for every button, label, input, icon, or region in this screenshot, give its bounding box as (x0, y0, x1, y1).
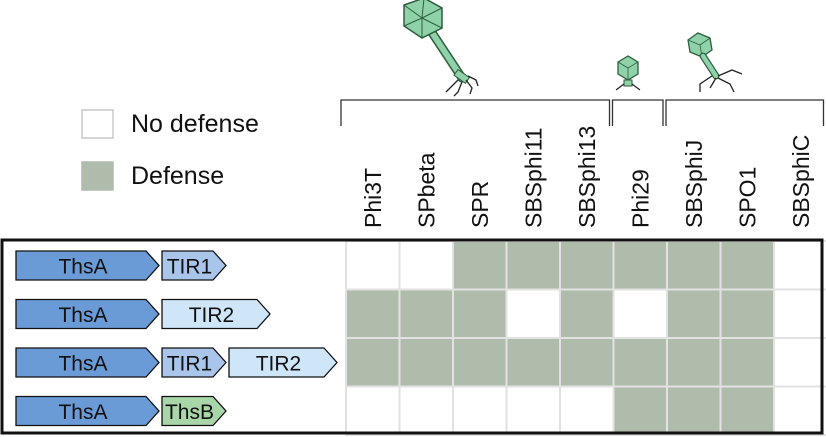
no-defense-cell (398, 385, 454, 436)
defense-cell (719, 240, 775, 291)
phage-group-brackets (340, 99, 825, 126)
defense-cell (345, 288, 401, 339)
long-tail-phage-icon (403, 0, 479, 97)
defense-cell (452, 337, 508, 388)
column-label: SBSphiJ (681, 140, 707, 228)
no-defense-cell (398, 240, 454, 291)
defense-cell (612, 240, 668, 291)
no-defense-cell (773, 385, 826, 436)
column-label: SBSphi13 (574, 126, 600, 228)
defense-cell (505, 337, 561, 388)
group-bracket (611, 99, 664, 126)
defense-cell (612, 385, 668, 436)
group-bracket (665, 99, 825, 126)
defense-cell (452, 240, 508, 291)
gene-arrow (161, 347, 227, 378)
group-bracket (340, 99, 611, 126)
defense-cell (719, 337, 775, 388)
column-label: SPR (467, 181, 493, 228)
column-label: SBSphi11 (520, 127, 546, 228)
gene-arrow (161, 250, 227, 281)
column-label: SPbeta (413, 152, 439, 228)
defense-grid (345, 240, 826, 436)
column-label: SBSphiC (788, 135, 814, 228)
no-defense-cell (452, 385, 508, 436)
gene-label: ThsA (58, 304, 107, 327)
gene-arrow (161, 395, 227, 427)
no-defense-cell (773, 337, 826, 388)
defense-cell (666, 288, 722, 339)
defense-cell (559, 240, 615, 291)
defense-cell (666, 337, 722, 388)
column-label: SPO1 (734, 167, 760, 228)
gene-label: ThsA (58, 256, 107, 279)
column-label: Phi29 (627, 169, 653, 228)
defense-cell (559, 337, 615, 388)
defense-cell (398, 337, 454, 388)
no-defense-cell (345, 385, 401, 436)
no-defense-cell (505, 288, 561, 339)
column-label: Phi3T (360, 168, 386, 228)
defense-cell (505, 240, 561, 291)
small-phage-icon (615, 55, 641, 91)
defense-cell (719, 385, 775, 436)
medium-phage-icon (687, 32, 743, 93)
defense-cell (345, 337, 401, 388)
gene-label: TIR1 (167, 353, 213, 376)
phage-icons (403, 0, 743, 97)
matrix-frame (0, 238, 824, 435)
defense-cell (719, 288, 775, 339)
legend-swatch (81, 161, 114, 191)
gene-label: TIR2 (256, 353, 302, 376)
defense-cell (452, 288, 508, 339)
defense-cell (666, 240, 722, 291)
gene-label: TIR2 (189, 304, 235, 327)
defense-cell (612, 337, 668, 388)
gene-label: ThsA (58, 401, 107, 424)
defense-cell (398, 288, 454, 339)
no-defense-cell (612, 288, 668, 339)
no-defense-cell (505, 385, 561, 436)
gene-arrow (15, 347, 160, 378)
gene-arrow (15, 250, 160, 281)
gene-label: ThsB (165, 401, 214, 424)
no-defense-cell (559, 385, 615, 436)
gene-arrow (15, 298, 160, 330)
gene-arrow (228, 347, 338, 378)
gene-arrow (15, 395, 160, 427)
legend-label: Defense (131, 162, 224, 190)
gene-arrow (161, 298, 271, 330)
defense-cell (666, 385, 722, 436)
gene-label: ThsA (58, 353, 107, 376)
no-defense-cell (773, 240, 826, 291)
defense-cell (559, 288, 615, 339)
legend-label: No defense (131, 110, 259, 138)
gene-label: TIR1 (167, 256, 213, 279)
phage-column-labels: Phi3T SPbeta SPR SBSphi11 SBSphi13 Phi29 SBSph… (360, 126, 814, 228)
legend-swatch (81, 109, 114, 139)
no-defense-cell (773, 288, 826, 339)
no-defense-cell (345, 240, 401, 291)
